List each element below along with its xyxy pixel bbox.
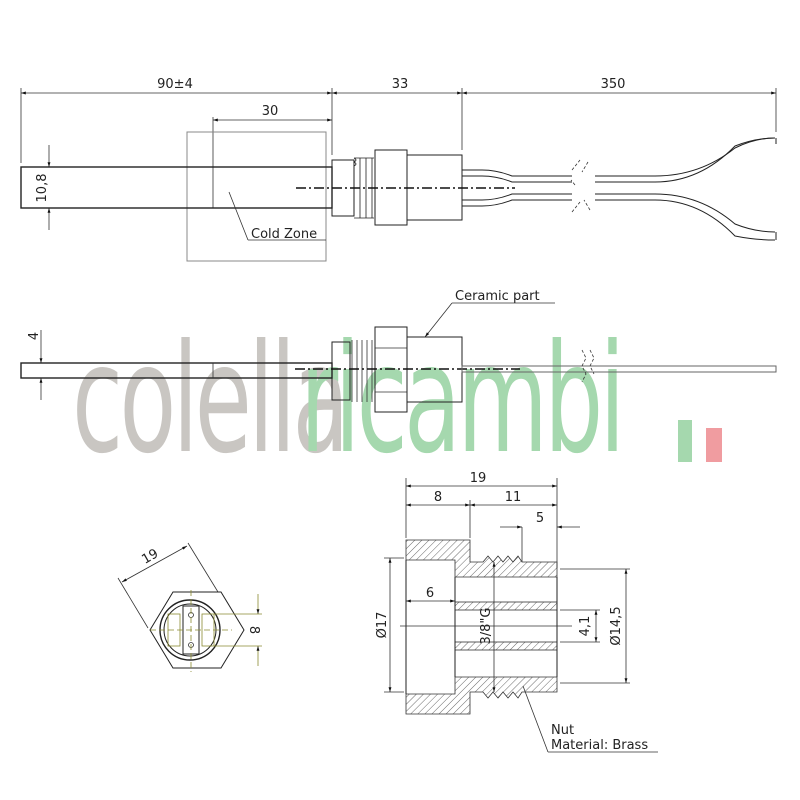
top-view: 90±4 33 350 30 10,8 Cold Zone bbox=[20, 77, 777, 262]
dim-fitting: 33 bbox=[392, 77, 409, 92]
dim-cable: 350 bbox=[601, 77, 626, 92]
nut-label: Nut bbox=[551, 723, 574, 738]
dim-head-dia: Ø17 bbox=[375, 612, 390, 639]
dim-head: 8 bbox=[434, 490, 442, 505]
dim-total: 19 bbox=[470, 471, 487, 486]
dim-body-dia: Ø14,5 bbox=[609, 606, 624, 645]
dim-bore: 4,1 bbox=[578, 616, 593, 637]
dim-thread-len: 11 bbox=[505, 490, 522, 505]
watermark-dot-green bbox=[678, 420, 692, 462]
watermark-dot-red bbox=[706, 428, 722, 462]
dim-thread-active: 5 bbox=[536, 511, 544, 526]
section-view: 19 8 11 5 Ø17 6 3/8"G 4,1 bbox=[375, 471, 658, 753]
dim-thread: 3/8"G bbox=[479, 608, 494, 645]
dim-cold-zone: 30 bbox=[262, 104, 279, 119]
ceramic-part-label: Ceramic part bbox=[455, 289, 540, 304]
dim-width: 8 bbox=[246, 626, 261, 634]
dim-across-flats: 19 bbox=[139, 546, 161, 567]
cold-zone-label: Cold Zone bbox=[251, 227, 317, 242]
material-label: Material: Brass bbox=[551, 738, 648, 753]
end-view: 8 19 bbox=[117, 542, 262, 672]
side-view: 4 Ceramic part bbox=[20, 289, 777, 413]
dim-overall-probe: 90±4 bbox=[157, 77, 193, 92]
dim-diameter: 10,8 bbox=[35, 174, 50, 203]
dim-bore-depth: 6 bbox=[426, 586, 434, 601]
dim-thickness: 4 bbox=[27, 332, 42, 340]
